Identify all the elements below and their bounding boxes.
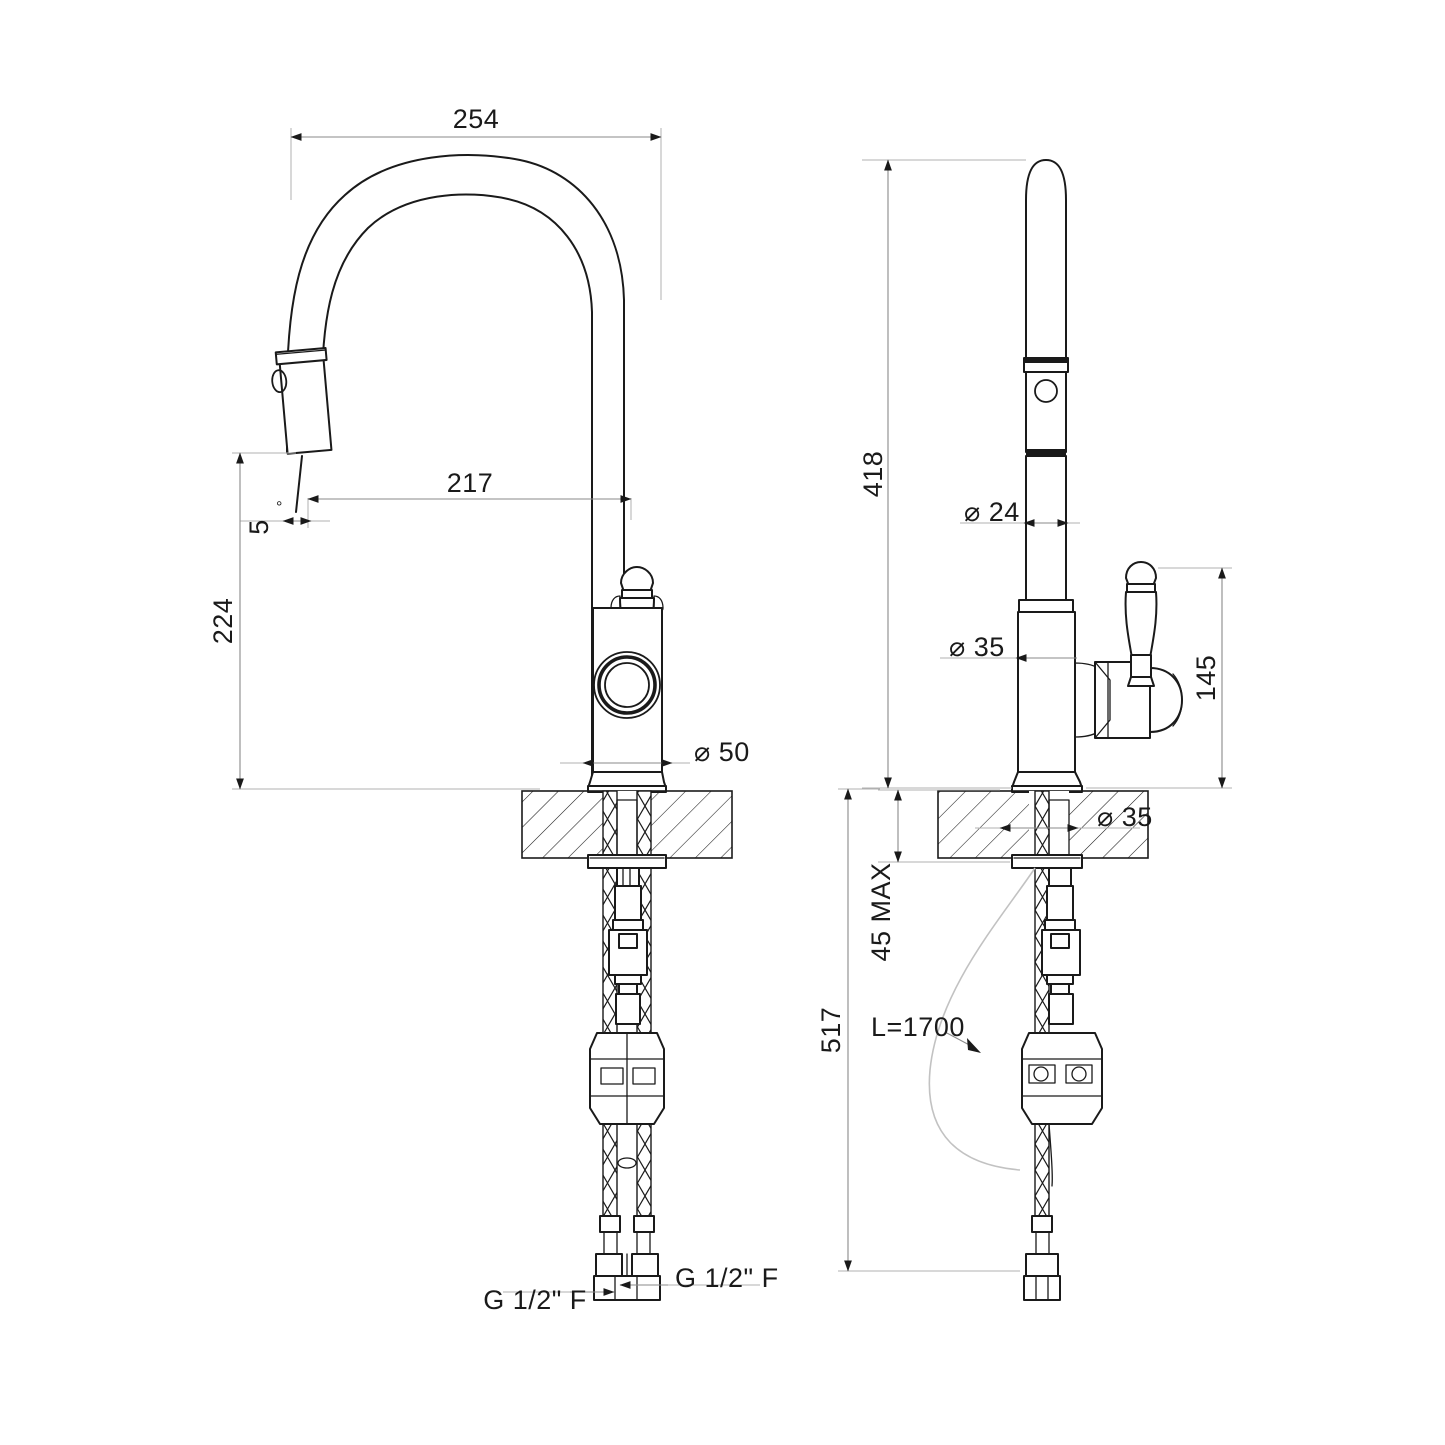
stud-body-front [614,885,642,921]
handle-endcap-ridge [1172,673,1183,727]
dim-label-5deg: 5 [244,519,274,535]
connector-tail-side [1048,993,1074,1025]
hose-right-deck [636,790,652,859]
mounting-washer-front [587,854,667,869]
dim-label-45max: 45 MAX [866,862,896,961]
connector-base-front [614,974,642,985]
dim-label-l1700: L=1700 [871,1012,965,1042]
riser-base-collar-side [1018,599,1074,613]
stud-nut-side [1048,867,1072,887]
spout-tube-side [1025,159,1067,359]
leader-arrow-l1700 [967,1038,981,1053]
body-column-front [592,607,663,773]
lever-base-side [1127,676,1155,687]
hose-clip-front [617,1157,637,1169]
degree-symbol-icon: ° [276,499,282,516]
stud-body-side [1046,885,1074,921]
spout-inner-profile [321,193,593,791]
hex-nut-left-upper [595,1253,623,1277]
collar-line-top [276,349,326,355]
body-column-side [1017,611,1076,773]
dim-label-224: 224 [208,598,238,645]
riser-tube-side [1025,455,1067,601]
lever-cap-ring-side [1126,583,1156,593]
dim-label-d24: ⌀ 24 [964,497,1020,527]
weight-screw-b [1071,1066,1087,1082]
fitting-sleeve-side [1031,1215,1053,1233]
lever-body-side [1124,591,1158,659]
mounting-washer-side [1011,854,1083,869]
spray-band-side [1026,449,1066,456]
spray-axis-indicator [295,455,303,513]
dim-label-517: 517 [816,1007,846,1054]
dim-label-d35-col: ⌀ 35 [949,632,1005,662]
connector-tail-front [615,993,641,1025]
connector-key-side [1050,933,1070,949]
spray-head-collar [274,347,328,366]
diverter-ring-inner [604,662,650,708]
hex-nut-right-upper [631,1253,659,1277]
weight-window-right [632,1067,656,1085]
weight-window-b-side [1065,1064,1093,1084]
dim-label-254: 254 [453,104,500,134]
hex-nut-upper-side [1025,1253,1059,1277]
fitting-sleeve-left [599,1215,621,1233]
dim-label-145: 145 [1191,655,1221,702]
lever-neck-side [1130,654,1152,678]
front-view-geometry [271,154,733,1301]
hose-deck-side [1034,790,1050,859]
side-view-geometry [928,159,1183,1301]
control-cable [928,867,1036,1171]
fitting-sleeve-right [633,1215,655,1233]
weight-window-a-side [1028,1064,1056,1084]
lever-cap-side [1125,561,1157,587]
dim-label-418: 418 [858,451,888,498]
collar-band-side [1025,357,1067,363]
handle-barrel-bevel [1094,661,1111,739]
lever-handle-side [1124,561,1158,687]
hex-nut-pair-lower [593,1275,661,1301]
dim-label-g-right: G 1/2" F [675,1263,779,1293]
dim-label-d35-tail: ⌀ 35 [1097,802,1153,832]
connector-neck-front [618,983,638,995]
dim-label-d50: ⌀ 50 [694,737,750,767]
stud-nut-front [616,867,640,887]
dim-label-217: 217 [447,468,494,498]
handle-cap-ring [621,589,653,599]
hex-nut-lower-side [1023,1275,1061,1301]
hose-left-deck [602,790,618,859]
handle-cap [620,566,654,593]
spray-mode-button-icon [271,369,288,394]
connector-neck-side [1050,983,1070,995]
weight-window-left [600,1067,624,1085]
connector-base-side [1046,974,1074,985]
weight-screw-a [1033,1066,1049,1082]
spray-head-body [278,355,333,455]
diverter-ring-outer [593,651,661,719]
stud-collar-side [1044,919,1076,931]
dimension-annotations: 254 217 5 ° 224 ⌀ 50 G 1/2" F G 1/2" F 4… [208,104,1232,1315]
stud-collar-front [612,919,644,931]
hose-weight-side [1021,1032,1103,1125]
dim-label-g-left: G 1/2" F [483,1285,587,1315]
spray-button-icon-side [1034,379,1058,403]
connector-key-front [618,933,638,949]
hose-tail-side [1048,1123,1053,1187]
spray-head-side [1025,371,1067,453]
diverter-ring-mid [597,655,657,715]
